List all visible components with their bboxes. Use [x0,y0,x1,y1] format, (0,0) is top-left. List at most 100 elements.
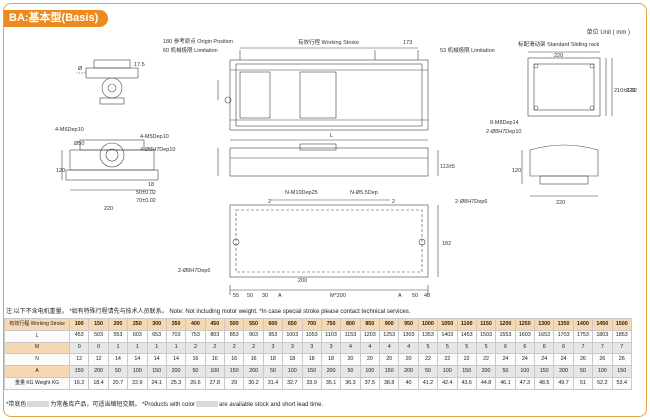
table-cell: 5 [456,341,477,355]
stock-color-swatch-2 [196,401,219,408]
stroke-header-cell: 1250 [514,318,536,331]
table-cell: 200 [320,365,342,378]
table-cell: 1203 [359,329,381,343]
dim-220r-label: 220 [554,53,563,59]
table-cell: 1053 [301,329,322,343]
table-cell: 1853 [611,329,632,343]
dim-220v-label: 220 [626,88,635,94]
dim-2a-label: 2 [268,199,271,205]
dim-200-label: 200 [298,278,307,284]
table-cell: 53.4 [611,376,632,390]
table-cell: 150 [611,365,632,378]
table-cell: 50 [185,365,206,378]
table-cell: 803 [204,329,226,343]
stroke-header-cell: 950 [398,318,419,331]
table-cell: 200 [398,365,419,378]
table-cell: 18 [301,353,322,367]
stroke-header-cell: 800 [340,318,361,331]
table-cell: 150 [68,365,90,378]
stroke-header-cell: 750 [320,318,342,331]
table-cell: 5 [475,341,497,355]
table-cell: 26 [592,353,613,367]
table-cell: 37.5 [359,376,381,390]
table-cell: 50 [107,365,129,378]
stroke-header-cell: 450 [204,318,226,331]
table-cell: 50 [340,365,361,378]
table-cell: 18 [262,353,284,367]
table-cell: 6 [553,341,574,355]
stroke-header-cell: 250 [127,318,148,331]
table-cell: 16 [243,353,264,367]
table-cell: 24.1 [146,376,167,390]
row-label-cell: N [4,353,70,367]
table-cell: 14 [165,353,187,367]
row-50a-label: 50 [247,293,253,299]
dim-18-label: 18 [148,182,154,188]
table-cell: 14 [107,353,129,367]
table-cell: 33.9 [301,376,322,390]
table-cell: 6 [495,341,516,355]
table-cell: 49.7 [553,376,574,390]
table-cell: 18 [320,353,342,367]
table-cell: 4 [340,341,361,355]
table-cell: 1 [165,341,187,355]
table-cell: 52.2 [592,376,613,390]
stroke-header-cell: 650 [282,318,303,331]
phi50-label: Ø50 [74,141,84,147]
table-cell: 22 [475,353,497,367]
stroke-header-cell: 100 [68,318,90,331]
stroke-header-cell: 1050 [437,318,458,331]
dim-220b-label: 220 [556,200,565,206]
table-cell: 48.5 [533,376,555,390]
table-cell: 20 [398,353,419,367]
table-cell: 1303 [398,329,419,343]
table-cell: 1453 [456,329,477,343]
table-cell: 18.4 [88,376,109,390]
stroke-header-cell: 500 [223,318,245,331]
limit-right-label: 53 机械极限 Limitation [440,46,495,54]
row-55-label: 55 [233,293,239,299]
table-cell: 3 [282,341,303,355]
footnote-part-b: 为常备库产品，可适当缩短交期。 *Products with color [50,402,196,408]
table-cell: 50 [495,365,516,378]
table-cell: 14 [127,353,148,367]
table-cell: 50 [417,365,439,378]
table-cell: 38.8 [378,376,400,390]
dim-120r-label: 120 [512,168,521,174]
table-cell: 150 [378,365,400,378]
row-30-label: 30 [262,293,268,299]
table-cell: 7 [572,341,594,355]
table-header-label: 有效行程 Working Stroke [4,318,70,331]
table-cell: 100 [282,365,303,378]
table-cell: 51 [572,376,594,390]
table-cell: 4 [398,341,419,355]
m6-hole-label: 4-M6Dep10 [55,127,84,133]
table-cell: 27.8 [204,376,226,390]
table-cell: 903 [243,329,264,343]
dim-182-label: 182 [442,241,451,247]
table-cell: 200 [475,365,497,378]
table-cell: 7 [592,341,613,355]
table-cell: 7 [611,341,632,355]
table-cell: 40 [398,376,419,390]
table-cell: 100 [514,365,536,378]
table-cell: 26 [611,353,632,367]
length-l-label: L [330,133,333,139]
table-cell: 16 [204,353,226,367]
table-cell: 200 [165,365,187,378]
stroke-header-cell: 1500 [611,318,632,331]
table-cell: 24 [553,353,574,367]
stroke-header-cell: 1400 [572,318,594,331]
dim-2b-label: 2 [392,199,395,205]
table-cell: 1 [107,341,129,355]
table-cell: 603 [127,329,148,343]
table-cell: 150 [301,365,322,378]
row-label-cell: M [4,341,70,355]
table-cell: 2 [204,341,226,355]
dim-173-label: 173 [403,40,412,46]
stroke-header-cell: 350 [165,318,187,331]
